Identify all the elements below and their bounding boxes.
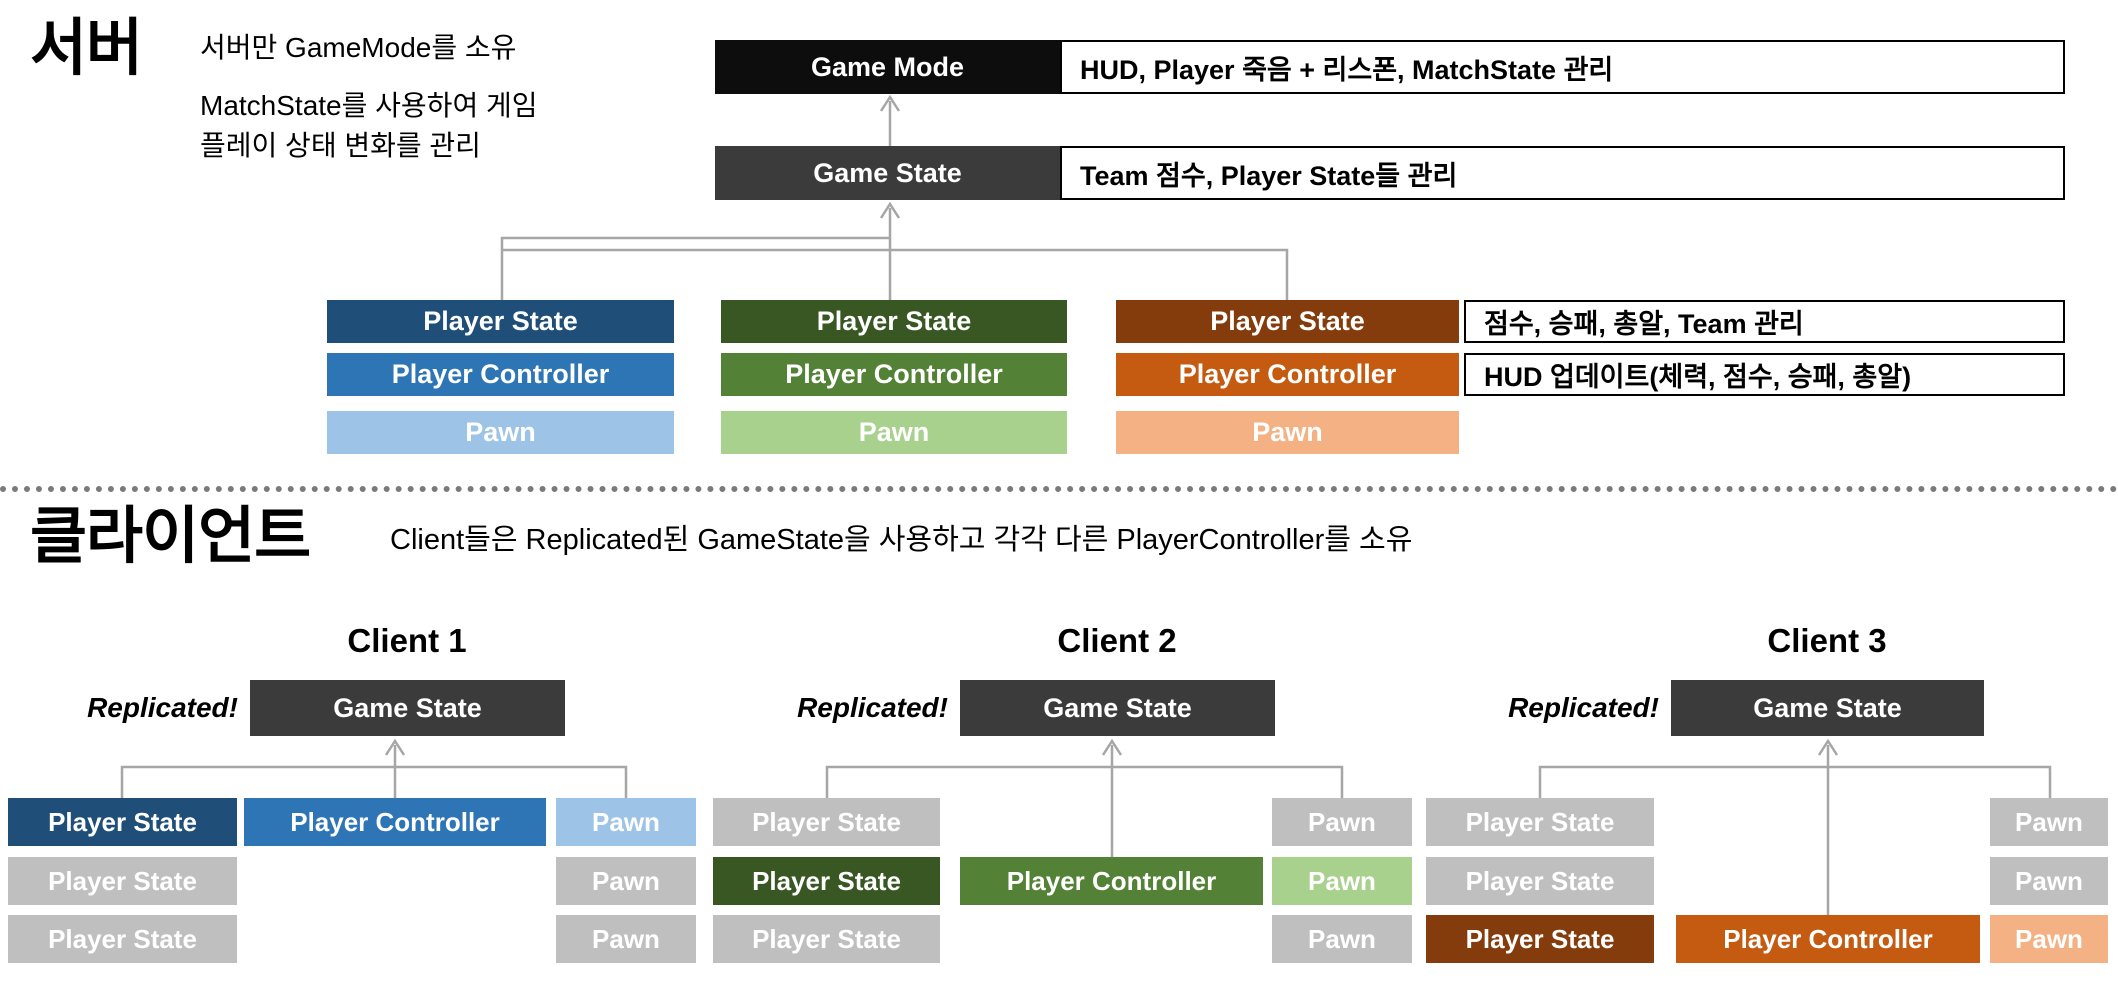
client3-replicated-label: Replicated! xyxy=(1508,692,1659,723)
connector-client2-bracket xyxy=(825,765,1344,798)
section-divider xyxy=(0,486,2118,492)
server-game-state-box: Game State xyxy=(715,146,1060,200)
client2-row3-player-state: Player State xyxy=(713,915,940,963)
client-subtitle: Client들은 Replicated된 GameState을 사용하고 각각 … xyxy=(390,524,1413,556)
game-state-desc: Team 점수, Player State들 관리 xyxy=(1060,146,2065,200)
client1-row1-pawn: Pawn xyxy=(556,798,696,846)
client2-game-state-box: Game State xyxy=(960,680,1275,736)
connector-bracket-right xyxy=(502,248,1289,300)
client3-row1-pawn: Pawn xyxy=(1990,798,2108,846)
arrowhead-up-gamemode xyxy=(879,94,901,112)
server-note-3: 플레이 상태 변화를 관리 xyxy=(200,130,481,161)
client3-header: Client 3 xyxy=(1767,622,1887,659)
game-mode-box: Game Mode xyxy=(715,40,1060,94)
client2-row1-pawn: Pawn xyxy=(1272,798,1412,846)
server-col1-player-controller: Player Controller xyxy=(327,353,674,396)
server-col3-pawn: Pawn xyxy=(1116,411,1459,454)
client2-row2-pawn: Pawn xyxy=(1272,857,1412,905)
client1-replicated-label: Replicated! xyxy=(87,692,238,723)
server-note-2: MatchState를 사용하여 게임 xyxy=(200,90,538,121)
connector-bracket-left xyxy=(500,236,890,300)
server-col1-pawn: Pawn xyxy=(327,411,674,454)
client3-row2-pawn: Pawn xyxy=(1990,857,2108,905)
client3-row3-pawn: Pawn xyxy=(1990,915,2108,963)
arrowhead-up-client3-gamestate xyxy=(1817,738,1839,756)
client3-row3-player-controller: Player Controller xyxy=(1676,915,1980,963)
client2-replicated-label: Replicated! xyxy=(797,692,948,723)
client1-row2-pawn: Pawn xyxy=(556,857,696,905)
server-title: 서버 xyxy=(30,14,143,83)
client3-row2-player-state: Player State xyxy=(1426,857,1654,905)
client1-row2-player-state: Player State xyxy=(8,857,237,905)
client2-row2-player-controller: Player Controller xyxy=(960,857,1263,905)
client1-row3-pawn: Pawn xyxy=(556,915,696,963)
client1-game-state-box: Game State xyxy=(250,680,565,736)
server-col3-player-state: Player State xyxy=(1116,300,1459,343)
player-controller-desc: HUD 업데이트(체력, 점수, 승패, 총알) xyxy=(1464,353,2065,396)
client3-game-state-box: Game State xyxy=(1671,680,1984,736)
server-col2-player-controller: Player Controller xyxy=(721,353,1067,396)
arrowhead-up-client1-gamestate xyxy=(384,738,406,756)
client1-row1-player-state: Player State xyxy=(8,798,237,846)
game-mode-desc: HUD, Player 죽음 + 리스폰, MatchState 관리 xyxy=(1060,40,2065,94)
client1-header: Client 1 xyxy=(347,622,467,659)
client1-row1-player-controller: Player Controller xyxy=(244,798,546,846)
connector-client3-bracket xyxy=(1538,765,2052,798)
server-col2-player-state: Player State xyxy=(721,300,1067,343)
client2-header: Client 2 xyxy=(1057,622,1177,659)
client1-row3-player-state: Player State xyxy=(8,915,237,963)
server-col3-player-controller: Player Controller xyxy=(1116,353,1459,396)
client2-row3-pawn: Pawn xyxy=(1272,915,1412,963)
client2-row1-player-state: Player State xyxy=(713,798,940,846)
client-title: 클라이언트 xyxy=(30,502,311,571)
server-col1-player-state: Player State xyxy=(327,300,674,343)
server-note-1: 서버만 GameMode를 소유 xyxy=(200,32,517,63)
client3-row3-player-state: Player State xyxy=(1426,915,1654,963)
client2-row2-player-state: Player State xyxy=(713,857,940,905)
arrowhead-up-client2-gamestate xyxy=(1101,738,1123,756)
server-col2-pawn: Pawn xyxy=(721,411,1067,454)
client3-row1-player-state: Player State xyxy=(1426,798,1654,846)
arrowhead-up-gamestate xyxy=(879,201,901,219)
connector-client1-bracket xyxy=(120,765,628,798)
player-state-desc: 점수, 승패, 총알, Team 관리 xyxy=(1464,300,2065,343)
